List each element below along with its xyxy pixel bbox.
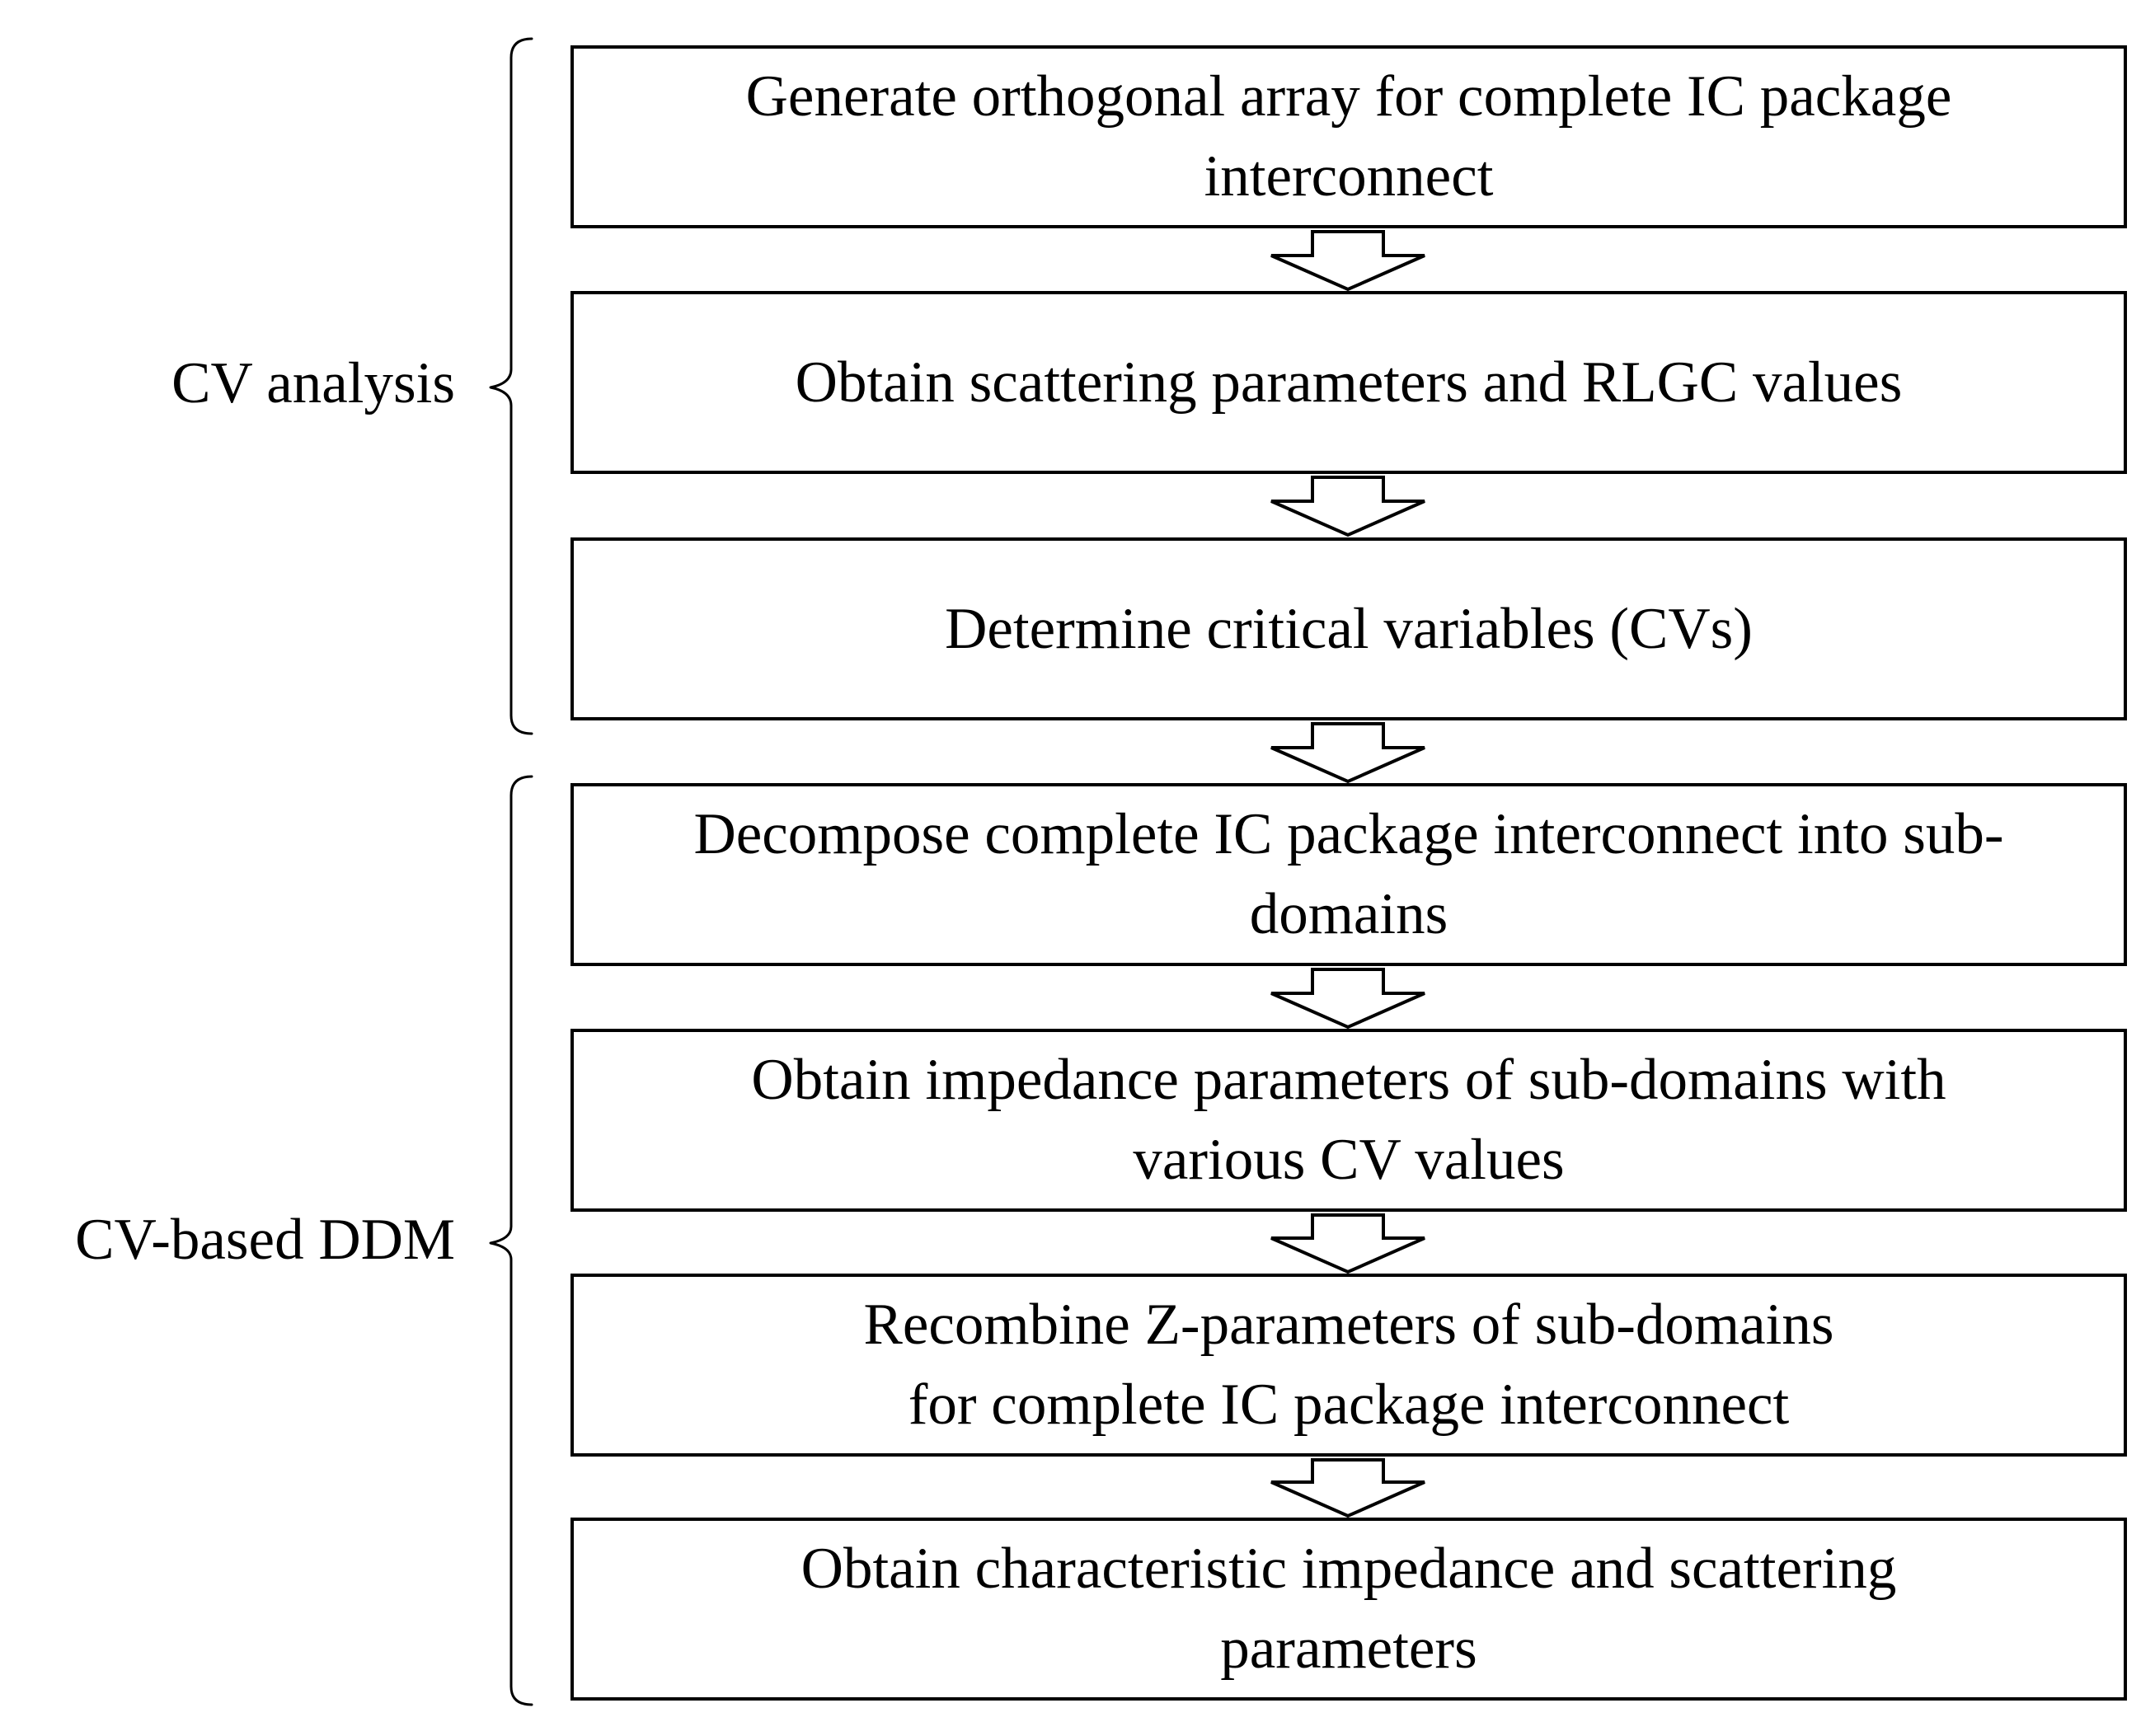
step-text-1: Generate orthogonal array for complete I… — [745, 64, 1952, 209]
step-text-7: Obtain characteristic impedance and scat… — [800, 1537, 1897, 1681]
step-text-4: Decompose complete IC package interconne… — [693, 802, 2004, 946]
step-box-1: Generate orthogonal array for complete I… — [570, 45, 2127, 228]
step-text-2: Obtain scattering parameters and RLGC va… — [795, 350, 1903, 415]
bracket-cv-analysis-icon — [489, 37, 533, 735]
step-box-2: Obtain scattering parameters and RLGC va… — [570, 291, 2127, 474]
down-arrow-6-icon — [1270, 1458, 1425, 1518]
down-arrow-3-icon — [1270, 722, 1425, 784]
group-label-cv-analysis: CV analysis — [171, 351, 455, 415]
step-box-5: Obtain impedance parameters of sub-domai… — [570, 1029, 2127, 1212]
group-label-cv-based-ddm: CV-based DDM — [75, 1208, 455, 1272]
down-arrow-5-icon — [1270, 1213, 1425, 1274]
step-box-6: Recombine Z-parameters of sub-domains fo… — [570, 1274, 2127, 1457]
step-box-3: Determine critical variables (CVs) — [570, 537, 2127, 720]
step-text-6: Recombine Z-parameters of sub-domains fo… — [863, 1293, 1834, 1437]
step-text-5: Obtain impedance parameters of sub-domai… — [751, 1048, 1946, 1192]
down-arrow-4-icon — [1270, 968, 1425, 1030]
down-arrow-2-icon — [1270, 476, 1425, 537]
bracket-cv-based-ddm-icon — [489, 775, 533, 1706]
step-text-3: Determine critical variables (CVs) — [945, 596, 1753, 661]
step-box-7: Obtain characteristic impedance and scat… — [570, 1518, 2127, 1701]
down-arrow-1-icon — [1270, 230, 1425, 292]
step-box-4: Decompose complete IC package interconne… — [570, 783, 2127, 966]
